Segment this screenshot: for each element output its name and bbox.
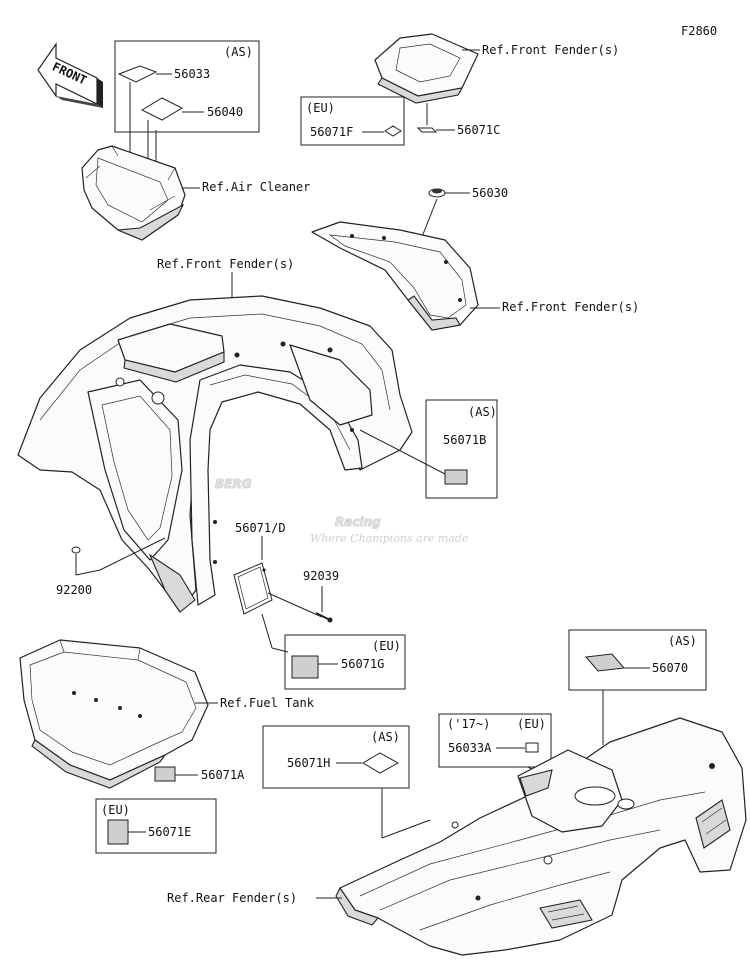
label-56071E: 56071E xyxy=(148,825,191,839)
decal-56071F xyxy=(384,125,402,137)
label-56071B: 56071B xyxy=(443,433,486,447)
figure-code: F2860 xyxy=(681,24,717,38)
eu-box-right-label: (EU) xyxy=(517,717,546,731)
label-56071C: 56071C xyxy=(457,123,500,137)
eu-box-left-label: (EU) xyxy=(101,803,130,817)
grommet-92200 xyxy=(71,546,81,554)
front-fender-panel-top xyxy=(374,33,479,104)
as-box-right-label: (AS) xyxy=(668,634,697,648)
as-box-top xyxy=(114,40,260,133)
decal-56071B xyxy=(444,469,468,485)
decal-56033A xyxy=(525,742,539,753)
label-ref-fuel-tank: Ref.Fuel Tank xyxy=(220,696,315,710)
eu-box-top-label: (EU) xyxy=(306,101,335,115)
label-56030: 56030 xyxy=(472,186,508,200)
eu-box-left xyxy=(95,798,217,854)
label-56033A: 56033A xyxy=(448,741,492,755)
fuel-tank xyxy=(19,639,209,789)
label-ref-air-cleaner: Ref.Air Cleaner xyxy=(202,180,310,194)
decal-56071A xyxy=(154,766,176,782)
eu-box-mid-label: (EU) xyxy=(372,639,401,653)
watermark-tagline: Where Champions are made xyxy=(310,532,469,545)
as-box-bottom xyxy=(262,725,410,789)
eu-box-right xyxy=(438,713,552,768)
watermark-brand: BERG xyxy=(215,477,252,491)
label-56071D: 56071/D xyxy=(235,521,286,535)
eu-box-mid xyxy=(284,634,406,690)
label-56070: 56070 xyxy=(652,661,688,675)
as-box-right xyxy=(568,629,707,691)
label-ref-rear-fender: Ref.Rear Fender(s) xyxy=(167,891,297,905)
label-56033: 56033 xyxy=(174,67,210,81)
eu-box-top xyxy=(300,96,405,146)
decal-56033 xyxy=(117,65,158,83)
watermark-racing: Racing xyxy=(335,515,381,529)
front-fender-inner-right xyxy=(311,221,479,331)
panel-56071D xyxy=(233,562,273,615)
front-fender-main xyxy=(17,295,413,613)
label-92200: 92200 xyxy=(56,583,92,597)
year-box-right-label: ('17~) xyxy=(447,717,490,731)
label-56071G: 56071G xyxy=(341,657,384,671)
decal-56040 xyxy=(140,97,184,121)
decal-56071C xyxy=(416,127,438,133)
air-cleaner-cover xyxy=(81,145,186,241)
decal-56071E xyxy=(107,819,129,845)
label-56040: 56040 xyxy=(207,105,243,119)
decal-56070 xyxy=(585,653,625,672)
as-box-top-label: (AS) xyxy=(224,45,253,59)
label-92039: 92039 xyxy=(303,569,339,583)
rear-fender xyxy=(335,717,747,956)
decal-56071G xyxy=(291,655,319,679)
plug-56030 xyxy=(428,188,446,198)
watermark: BERG Racing Where Champions are made xyxy=(215,477,469,546)
label-ref-front-fender-main: Ref.Front Fender(s) xyxy=(157,257,294,271)
label-56071F: 56071F xyxy=(310,125,353,139)
label-ref-front-fender-right: Ref.Front Fender(s) xyxy=(502,300,639,314)
label-ref-front-fender-top: Ref.Front Fender(s) xyxy=(482,43,619,57)
decal-56071H xyxy=(362,752,400,774)
screw-92039 xyxy=(315,612,333,623)
as-box-mid-label: (AS) xyxy=(468,405,497,419)
as-box-bottom-label: (AS) xyxy=(371,730,400,744)
front-arrow-icon: FRONT xyxy=(37,42,103,108)
as-box-mid xyxy=(425,399,498,499)
label-56071H: 56071H xyxy=(287,756,330,770)
label-56071A: 56071A xyxy=(201,768,245,782)
